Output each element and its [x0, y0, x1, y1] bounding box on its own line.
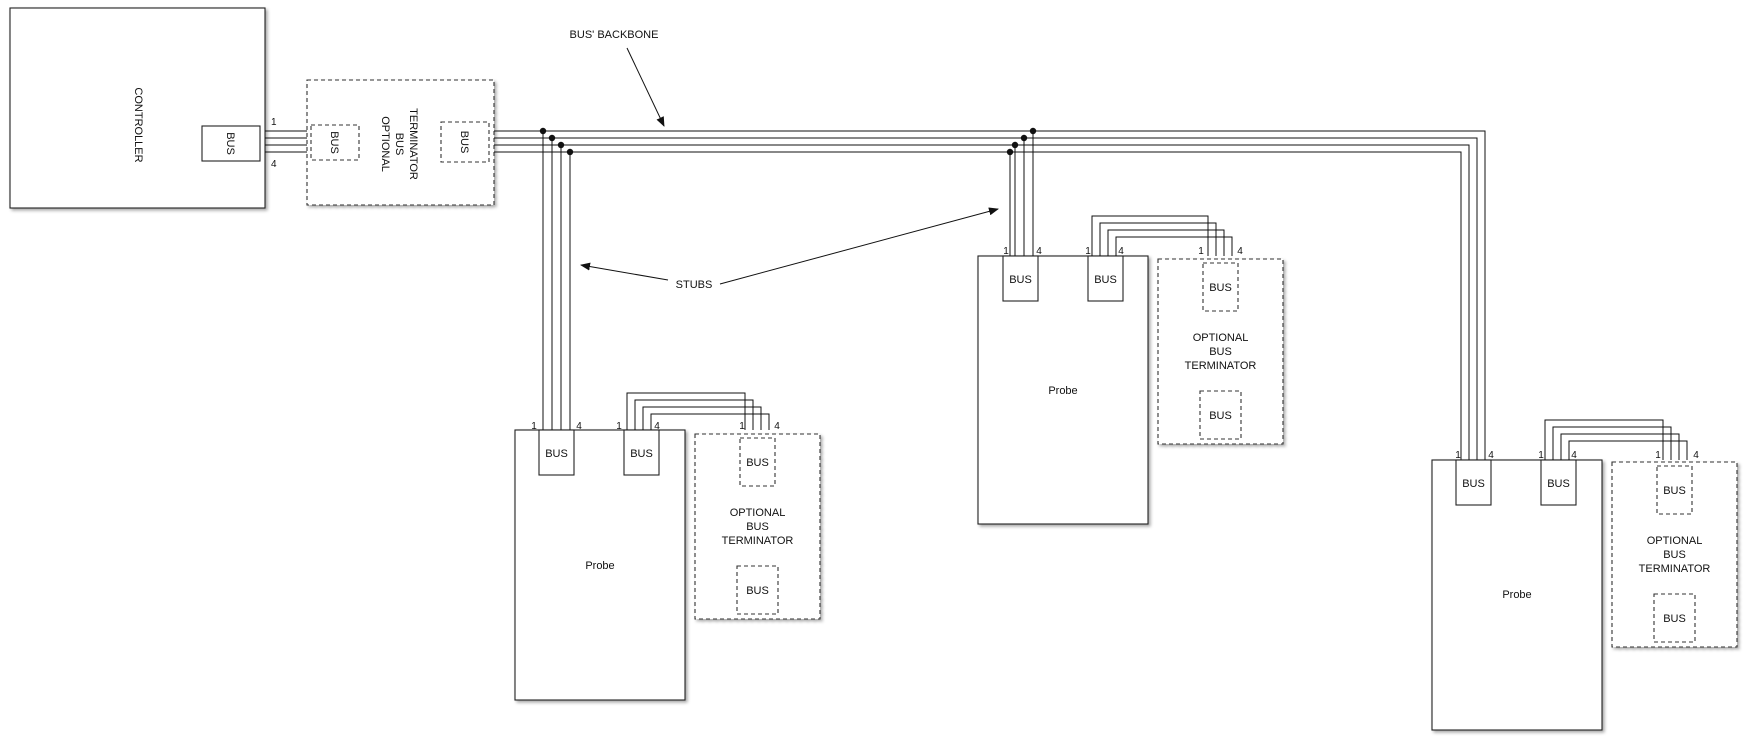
terminator-bus-bottom-label: BUS: [1663, 613, 1686, 625]
inline-terminator-bus-right-label: BUS: [458, 131, 470, 154]
terminator-label-line-3: TERMINATOR: [1185, 360, 1257, 372]
optional-bus-terminator: 1 4 BUS OPTIONAL BUS TERMINATOR BUS: [1611, 450, 1738, 648]
inline-terminator-label-line-1: OPTIONAL: [379, 116, 391, 172]
controller-wires: [265, 130, 307, 153]
probe-bus-port-2: [623, 429, 660, 476]
probe-pin: 1: [1538, 450, 1544, 461]
terminator-wires: [1544, 419, 1688, 460]
junction-dot: [539, 127, 547, 135]
terminator-pin-4: 4: [774, 421, 780, 432]
probe-bus-port-1: [1455, 459, 1492, 506]
probe-bus-port-2: [1540, 459, 1577, 506]
probe-1: Probe BUS BUS 1 4 1 4 1 4 BUS OPTIONAL B…: [514, 392, 821, 701]
inline-terminator-bus-left: [310, 124, 360, 161]
terminator-bus-top-label: BUS: [1663, 485, 1686, 497]
terminator-wires: [1091, 215, 1233, 256]
probe-bus-port-1: [1002, 255, 1039, 302]
annotations: BUS' BACKBONE STUBS: [570, 29, 999, 291]
probe-bus-port-2: [1087, 255, 1124, 302]
probe-bus-label-1: BUS: [1462, 478, 1485, 490]
probe-pin: 4: [1036, 246, 1042, 257]
junction-dot: [1029, 127, 1037, 135]
inline-terminator-label-line-2: BUS: [393, 133, 405, 156]
backbone-arrow: [626, 47, 665, 127]
optional-bus-terminator: 1 4 BUS OPTIONAL BUS TERMINATOR BUS: [1157, 246, 1284, 445]
terminator-pin-1: 1: [739, 421, 745, 432]
probe-3: Probe BUS BUS 1 4 1 4 1 4 BUS OPTIONAL B…: [1431, 419, 1738, 731]
probe-pin: 4: [1488, 450, 1494, 461]
terminator-pin-4: 4: [1693, 450, 1699, 461]
controller-pin-1: 1: [271, 117, 277, 128]
probe-pin: 1: [1003, 246, 1009, 257]
junction-dot: [1011, 141, 1019, 149]
probe-pin: 1: [616, 421, 622, 432]
terminator-pin-4: 4: [1237, 246, 1243, 257]
terminator-label-line-2: BUS: [1663, 549, 1686, 561]
junction-dot: [1020, 134, 1028, 142]
optional-bus-terminator: 1 4 BUS OPTIONAL BUS TERMINATOR BUS: [694, 421, 821, 620]
terminator-pin-1: 1: [1198, 246, 1204, 257]
terminator-bus-top: [1656, 465, 1693, 515]
controller-label: CONTROLLER: [132, 87, 144, 162]
probe-bus-label-2: BUS: [1094, 274, 1117, 286]
terminator-bus-bottom: [1199, 390, 1242, 440]
terminator-bus-bottom: [736, 565, 779, 615]
terminator-bus-top-label: BUS: [746, 457, 769, 469]
terminator-bus-bottom-label: BUS: [1209, 410, 1232, 422]
probe-pin: 4: [576, 421, 582, 432]
inline-terminator-bus-left-label: BUS: [328, 131, 340, 154]
terminator-bus-bottom-label: BUS: [746, 585, 769, 597]
probe-bus-label-1: BUS: [545, 448, 568, 460]
terminator-pin-1: 1: [1655, 450, 1661, 461]
inline-optional-terminator: BUS BUS OPTIONAL BUS TERMINATOR: [306, 79, 495, 206]
terminator-label-line-1: OPTIONAL: [1193, 332, 1249, 344]
stub-probe-2: [1006, 127, 1037, 256]
controller-pin-4: 4: [271, 159, 277, 170]
terminator-bus-top: [739, 437, 776, 487]
junction-dot: [1006, 148, 1014, 156]
junction-dot: [557, 141, 565, 149]
bus-backbone: [494, 130, 1486, 460]
junction-dot: [566, 148, 574, 156]
probe-pin: 4: [654, 421, 660, 432]
terminator-label-line-3: TERMINATOR: [1639, 563, 1711, 575]
stub-probe-1: [539, 127, 574, 430]
terminator-wires: [626, 392, 770, 430]
probe-2: Probe BUS BUS 1 4 1 4 1 4 BUS OPTIONAL B…: [977, 215, 1284, 525]
probe-pin: 4: [1118, 246, 1124, 257]
probe-bus-label-1: BUS: [1009, 274, 1032, 286]
terminator-label-line-2: BUS: [746, 521, 769, 533]
probe-pin: 1: [1455, 450, 1461, 461]
probe-bus-label-2: BUS: [630, 448, 653, 460]
probe-label: Probe: [585, 560, 614, 572]
probe-pin: 4: [1571, 450, 1577, 461]
controller-bus-port: [201, 125, 261, 162]
probe-label: Probe: [1048, 385, 1077, 397]
probe-pin: 1: [1085, 246, 1091, 257]
probe-bus-label-2: BUS: [1547, 478, 1570, 490]
backbone-annotation: BUS' BACKBONE: [570, 29, 659, 41]
inline-terminator-bus-right: [440, 121, 490, 163]
controller-block: CONTROLLER BUS 1 4: [9, 7, 277, 209]
controller-bus-label: BUS: [224, 132, 236, 155]
controller-box: [9, 7, 266, 209]
terminator-label-line-2: BUS: [1209, 346, 1232, 358]
stubs-annotation: STUBS: [676, 279, 713, 291]
terminator-bus-bottom: [1653, 593, 1696, 643]
terminator-label-line-3: TERMINATOR: [722, 535, 794, 547]
probe-bus-port-1: [538, 429, 575, 476]
junction-dot: [548, 134, 556, 142]
probe-pin: 1: [531, 421, 537, 432]
stubs-arrow-left: [580, 262, 669, 281]
terminator-bus-top: [1202, 262, 1239, 312]
stubs-arrow-right: [719, 207, 999, 285]
terminator-bus-top-label: BUS: [1209, 282, 1232, 294]
terminator-label-line-1: OPTIONAL: [1647, 535, 1703, 547]
inline-terminator-label-line-3: TERMINATOR: [407, 108, 419, 180]
terminator-label-line-1: OPTIONAL: [730, 507, 786, 519]
probe-label: Probe: [1502, 589, 1531, 601]
